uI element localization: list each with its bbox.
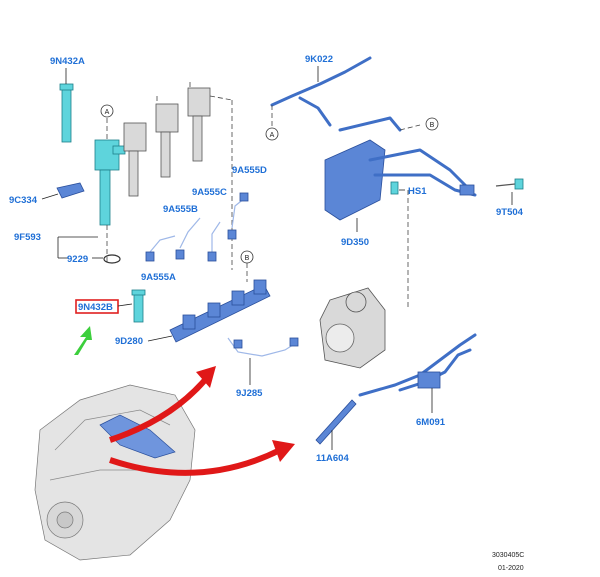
label-injector: 9F593 (14, 232, 41, 243)
injector-bolt-part (59, 83, 74, 143)
label-fuel-return: 9K022 (305, 54, 333, 65)
pipe-b (179, 217, 201, 249)
highlight-box (75, 299, 119, 314)
pipe-a (149, 235, 176, 253)
label-pipe-a: 9A555A (141, 272, 176, 283)
pump-part (319, 287, 386, 369)
label-pipe-d: 9A555D (232, 165, 267, 176)
ref-b-rail: B (245, 255, 250, 262)
label-sensor: 9T504 (496, 207, 524, 218)
ref-a-top: A (105, 109, 110, 116)
ref-circle-a-top (100, 104, 114, 118)
bolt-b-part (131, 289, 146, 323)
label-hose-clip: HS1 (408, 186, 427, 197)
fuel-return-pipe (270, 56, 372, 107)
ref-a-side: A (270, 132, 275, 139)
fuel-rail-part (169, 279, 271, 343)
harness-part (358, 333, 477, 397)
engine-part (34, 384, 196, 561)
pump-assembly-part (324, 116, 477, 221)
red-arrow-up-icon (109, 366, 216, 443)
injector-3 (155, 103, 179, 178)
pipe-fittings (145, 192, 249, 262)
pipe-d (231, 197, 246, 229)
label-harness: 6M091 (416, 417, 446, 428)
seal-ring-part (103, 254, 121, 264)
clamp-part (56, 182, 85, 199)
diagram-id: 3030405C (492, 552, 524, 559)
hose-clip-part (390, 181, 399, 195)
sensor-part (495, 178, 524, 190)
label-fuel-rail: 9D280 (115, 336, 143, 347)
green-arrow-icon (74, 326, 92, 355)
pipe-c (211, 221, 221, 252)
label-seal: 9229 (67, 254, 88, 265)
injector-4 (187, 87, 211, 162)
injector-2 (123, 122, 147, 197)
label-pipe-b: 9A555B (163, 204, 198, 215)
label-bracket: 11A604 (316, 453, 349, 464)
label-pump-assembly: 9D350 (341, 237, 369, 248)
label-clamp: 9C334 (9, 195, 38, 206)
injector-main (94, 139, 126, 226)
bracket-part (315, 399, 357, 445)
label-pump-pipe: 9J285 (236, 388, 263, 399)
ref-b-pump: B (430, 122, 435, 129)
red-arrow-right-icon (109, 440, 295, 476)
label-pipe-c: 9A555C (192, 187, 227, 198)
label-bolt-highlight: 9N432B (78, 302, 113, 313)
diagram-date: 01-2020 (498, 565, 524, 572)
label-injector-bolt: 9N432A (50, 56, 85, 67)
